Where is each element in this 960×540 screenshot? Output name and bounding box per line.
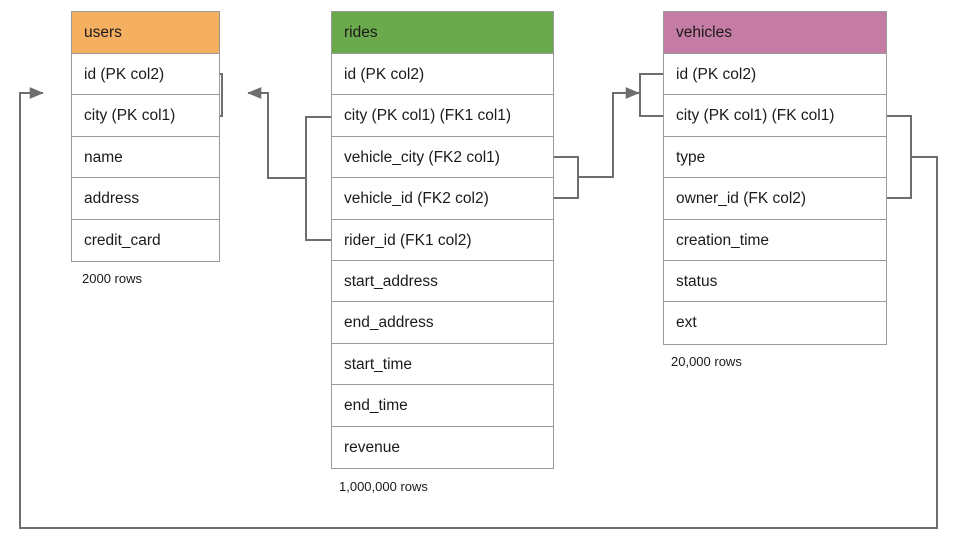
field-rides-id[interactable]: id (PK col2)	[332, 54, 553, 96]
connector-rides-fk2-bracket	[554, 156, 579, 199]
row-count-vehicles: 20,000 rows	[671, 354, 742, 369]
field-rides-city[interactable]: city (PK col1) (FK1 col1)	[332, 95, 553, 137]
field-vehicles-owner-id[interactable]: owner_id (FK col2)	[664, 178, 886, 220]
connector-vehicles-pk-bracket	[639, 73, 663, 117]
field-vehicles-ext[interactable]: ext	[676, 314, 697, 332]
field-users-address[interactable]: address	[72, 178, 219, 220]
field-users-name[interactable]: name	[72, 137, 219, 179]
connector-rides-fk2-to-vehicles	[578, 87, 640, 178]
field-rides-vehicle-id[interactable]: vehicle_id (FK2 col2)	[332, 178, 553, 220]
connector-rides-fk1-to-users	[247, 87, 306, 179]
table-header-users: users	[72, 12, 219, 54]
field-rides-vehicle-city[interactable]: vehicle_city (FK2 col1)	[332, 137, 553, 179]
field-rides-start-time[interactable]: start_time	[332, 344, 553, 386]
table-header-vehicles: vehicles	[664, 12, 886, 54]
field-vehicles-type[interactable]: type	[664, 137, 886, 179]
field-users-id[interactable]: id (PK col2)	[72, 54, 219, 96]
field-rides-revenue[interactable]: revenue	[344, 438, 401, 456]
field-rides-rider-id[interactable]: rider_id (FK1 col2)	[332, 220, 553, 261]
table-rides[interactable]: rides id (PK col2) city (PK col1) (FK1 c…	[331, 11, 554, 469]
field-users-credit-card[interactable]: credit_card	[84, 231, 161, 249]
field-rides-end-address[interactable]: end_address	[332, 302, 553, 344]
table-users[interactable]: users id (PK col2) city (PK col1) name a…	[71, 11, 220, 262]
field-users-city[interactable]: city (PK col1)	[72, 95, 219, 137]
connector-rides-fk1-bracket	[305, 116, 331, 241]
table-vehicles[interactable]: vehicles id (PK col2) city (PK col1) (FK…	[663, 11, 887, 345]
field-vehicles-creation-time[interactable]: creation_time	[664, 220, 886, 261]
row-count-users: 2000 rows	[82, 271, 142, 286]
field-vehicles-status[interactable]: status	[664, 261, 886, 303]
table-header-rides: rides	[332, 12, 553, 54]
row-count-rides: 1,000,000 rows	[339, 479, 428, 494]
field-vehicles-city[interactable]: city (PK col1) (FK col1)	[664, 95, 886, 137]
field-rides-start-address[interactable]: start_address	[332, 261, 553, 303]
connector-vehicles-fk-bracket	[887, 115, 912, 199]
field-vehicles-id[interactable]: id (PK col2)	[664, 54, 886, 96]
field-rides-end-time[interactable]: end_time	[332, 385, 553, 427]
